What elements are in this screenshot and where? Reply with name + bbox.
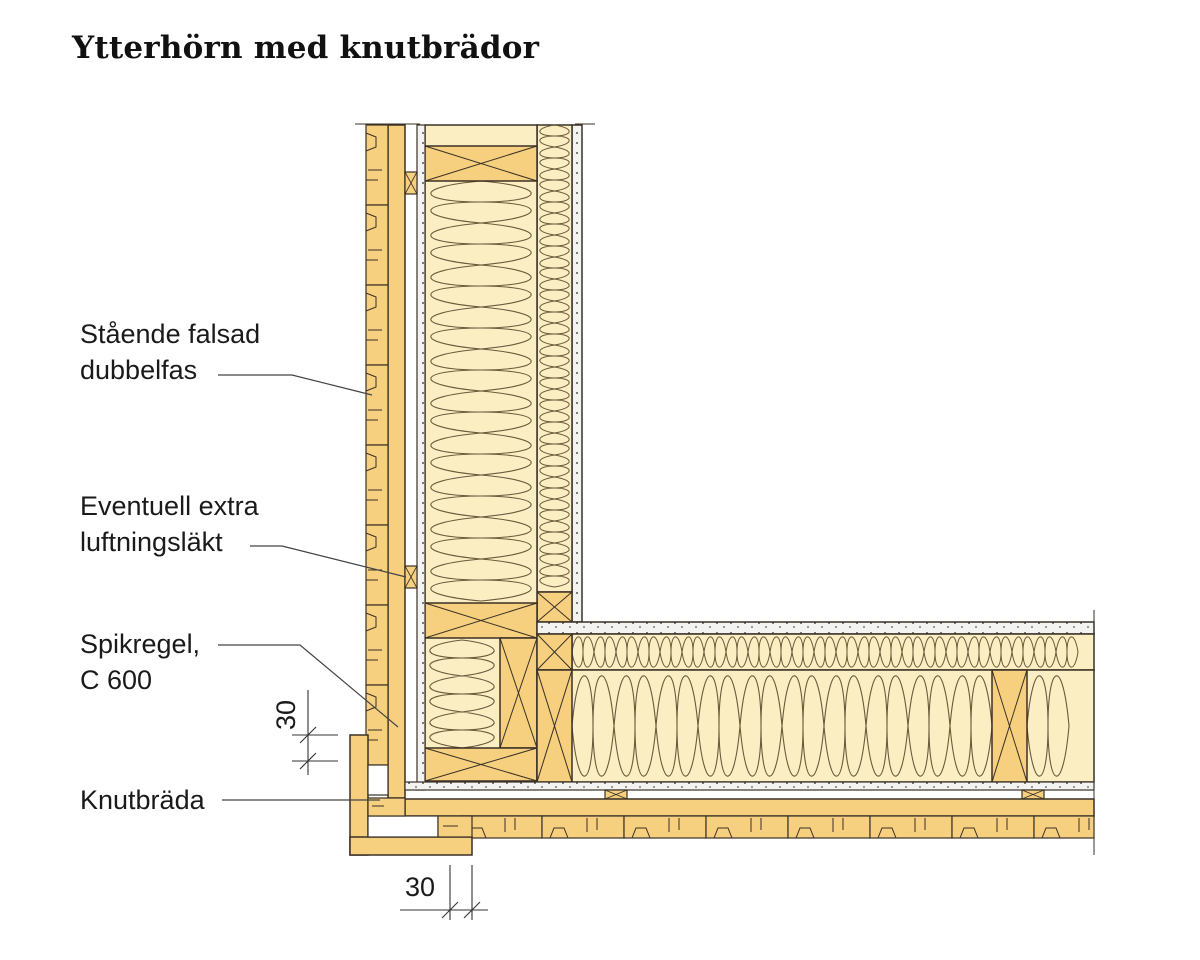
label-laekt-line1: Eventuell extra [80, 491, 259, 521]
inner-insulation-vertical [536, 124, 573, 593]
corner-gap-upper [367, 764, 389, 796]
leader-laekt [250, 545, 407, 578]
extra-ventilation-lath-upper [404, 171, 418, 195]
spikregel-horizontal [404, 798, 1095, 817]
label-spikregel: Spikregel, C 600 [80, 626, 200, 698]
corner-stud-lower [424, 747, 538, 782]
wind-board-vertical [416, 124, 426, 791]
label-spik-line2: C 600 [80, 665, 153, 695]
corner-stud-inner [536, 633, 573, 671]
vertical-wall [355, 123, 595, 799]
dim-horizontal-text: 30 [405, 872, 435, 902]
vertical-cladding [365, 124, 389, 766]
label-fasad-line2: dubbelfas [80, 355, 198, 385]
inner-board-horizontal [536, 621, 1095, 635]
spikregel [387, 124, 406, 799]
dimension-vertical [292, 690, 338, 775]
ventilation-lath-horizontal-2 [1021, 789, 1045, 800]
leader-fasad [218, 374, 373, 396]
knutbrada-horizontal [349, 836, 473, 856]
label-spik-line1: Spikregel, [80, 629, 201, 659]
leader-lines [218, 374, 407, 801]
inner-insulation-pattern-horizontal [571, 636, 1079, 668]
corner-stud-upper [424, 602, 538, 639]
main-insulation-pattern [429, 180, 532, 749]
extra-ventilation-lath-lower [404, 565, 418, 589]
label-fasad: Stående falsad dubbelfas [80, 316, 260, 388]
leader-spikregel [218, 644, 399, 728]
inner-board-vertical [571, 124, 583, 623]
horizontal-cladding [459, 815, 1095, 839]
wind-board-horizontal [404, 781, 1095, 791]
corner-gap-lower [367, 815, 439, 838]
label-knutbrada: Knutbräda [80, 785, 205, 815]
corner-stud-side [499, 637, 538, 749]
page-title: Ytterhörn med knutbrädor [72, 30, 540, 66]
label-fasad-line1: Stående falsad [80, 319, 261, 349]
ventilation-lath-horizontal-1 [604, 789, 628, 800]
label-laekt: Eventuell extra luftningsläkt [80, 488, 259, 560]
dimension-horizontal [400, 865, 488, 920]
horizontal-wall [404, 621, 1095, 839]
dim-vertical-text: 30 [271, 700, 301, 730]
main-insulation-pattern-horizontal [571, 675, 1070, 777]
horizontal-stud [991, 669, 1028, 783]
top-plate [424, 145, 538, 182]
inner-insulation-pattern [539, 124, 570, 588]
corner-boards [349, 734, 473, 856]
label-laekt-line2: luftningsläkt [80, 527, 223, 557]
horizontal-corner-stud [536, 669, 573, 783]
